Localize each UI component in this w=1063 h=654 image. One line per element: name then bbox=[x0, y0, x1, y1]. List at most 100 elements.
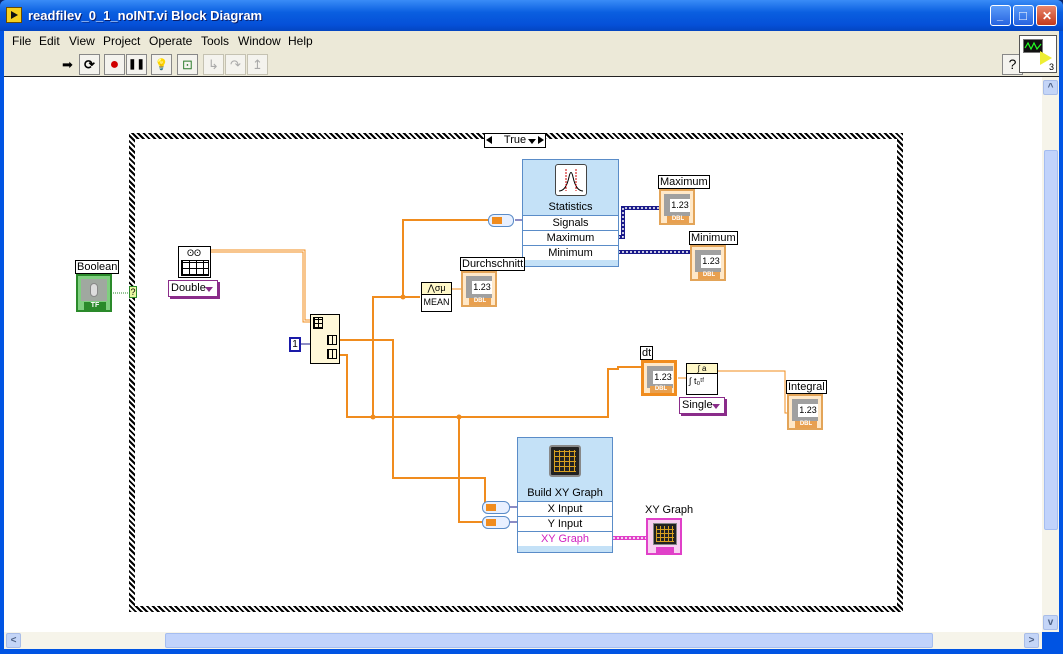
scroll-right-button[interactable]: > bbox=[1024, 633, 1039, 648]
wire-signal-branch bbox=[372, 296, 420, 417]
statistics-signals-input[interactable]: Signals bbox=[523, 215, 618, 230]
vertical-scroll-thumb[interactable] bbox=[1044, 150, 1058, 530]
step-out-icon: ↥ bbox=[252, 56, 263, 72]
index-array-node[interactable] bbox=[310, 314, 340, 364]
mean-function[interactable]: ⋀σμ MEAN bbox=[421, 282, 452, 312]
horizontal-scroll-thumb[interactable] bbox=[165, 633, 933, 648]
decrement-case-icon[interactable] bbox=[486, 136, 492, 144]
build-xy-graph-express-vi[interactable]: Build XY Graph X Input Y Input XY Graph bbox=[517, 437, 613, 553]
dt-label: dt bbox=[640, 346, 654, 360]
statistics-minimum-output[interactable]: Minimum bbox=[523, 245, 618, 260]
run-continuously-icon: ⟳ bbox=[84, 56, 95, 72]
toolbar: ➡ ⟳ ● ❚❚ 💡 ⊡ ↳ ↷ ↥ ? bbox=[4, 51, 1059, 77]
definite-integral-icon: ∫ t₀ᵗᶠ bbox=[689, 376, 705, 386]
close-button[interactable]: ✕ bbox=[1036, 5, 1057, 26]
abort-button[interactable]: ● bbox=[104, 54, 125, 75]
scroll-left-button[interactable]: < bbox=[6, 633, 21, 648]
build-xy-title: Build XY Graph bbox=[527, 487, 603, 499]
menu-view[interactable]: View bbox=[69, 34, 95, 48]
read-spreadsheet-file-node[interactable]: ʘʘ bbox=[178, 246, 211, 278]
run-button[interactable]: ➡ bbox=[57, 54, 78, 75]
dropdown-arrow-icon bbox=[205, 287, 213, 292]
row-output-icon bbox=[327, 335, 337, 345]
build-xy-graph-output[interactable]: XY Graph bbox=[518, 531, 612, 546]
index-constant[interactable]: 1 bbox=[289, 337, 301, 352]
step-over-icon: ↷ bbox=[230, 56, 241, 72]
integral-function[interactable]: ∫ a ∫ t₀ᵗᶠ bbox=[686, 363, 718, 395]
row-output-icon bbox=[327, 349, 337, 359]
probe-icon: ⊡ bbox=[182, 56, 193, 72]
vi-icon-connector-pane[interactable]: 3 bbox=[1019, 35, 1057, 73]
boolean-control[interactable]: TF bbox=[76, 274, 112, 312]
scroll-down-button[interactable]: v bbox=[1043, 615, 1058, 630]
menu-window[interactable]: Window bbox=[238, 34, 281, 48]
menu-project[interactable]: Project bbox=[103, 34, 141, 48]
pause-button[interactable]: ❚❚ bbox=[126, 54, 147, 75]
convert-to-dynamic-data[interactable] bbox=[488, 214, 514, 227]
statistics-maximum-output[interactable]: Maximum bbox=[523, 230, 618, 245]
convert-to-dynamic-data-y[interactable] bbox=[482, 516, 510, 529]
boolean-type: TF bbox=[84, 302, 106, 310]
dropdown-icon[interactable] bbox=[528, 139, 536, 144]
case-selector-terminal[interactable]: ? bbox=[129, 286, 137, 298]
window-title: readfilev_0_1_noINT.vi Block Diagram bbox=[28, 8, 263, 23]
convert-to-dynamic-data-x[interactable] bbox=[482, 501, 510, 514]
menu-tools[interactable]: Tools bbox=[201, 34, 230, 48]
array-icon bbox=[486, 519, 496, 526]
labview-icon bbox=[6, 7, 22, 23]
maximize-button[interactable]: □ bbox=[1013, 5, 1034, 26]
integral-type-selector[interactable]: Single bbox=[679, 397, 725, 414]
build-xy-x-input[interactable]: X Input bbox=[518, 501, 612, 516]
durchschnitt-label: Durchschnitt bbox=[460, 257, 526, 271]
wire-maximum bbox=[618, 206, 660, 239]
highlight-execution-button[interactable]: 💡 bbox=[151, 54, 172, 75]
array-icon bbox=[313, 317, 323, 329]
wire-to-y-input bbox=[458, 417, 483, 523]
integral-label: Integral bbox=[786, 380, 827, 394]
run-arrow-icon: ➡ bbox=[62, 56, 73, 72]
maximum-label: Maximum bbox=[658, 175, 710, 189]
menu-edit[interactable]: Edit bbox=[39, 34, 60, 48]
step-out-button[interactable]: ↥ bbox=[247, 54, 268, 75]
statistics-express-vi[interactable]: Statistics Signals Maximum Minimum bbox=[522, 159, 619, 267]
mean-label: MEAN bbox=[423, 297, 450, 307]
xy-graph-indicator[interactable] bbox=[646, 518, 682, 555]
array-icon bbox=[486, 504, 496, 511]
run-continuously-button[interactable]: ⟳ bbox=[79, 54, 100, 75]
read-type-selector[interactable]: Double bbox=[168, 280, 218, 297]
mean-icon: ⋀σμ bbox=[422, 283, 451, 295]
step-into-icon: ↳ bbox=[208, 56, 219, 72]
menu-operate[interactable]: Operate bbox=[149, 34, 193, 48]
build-xy-y-input[interactable]: Y Input bbox=[518, 516, 612, 531]
minimize-button[interactable]: _ bbox=[990, 5, 1011, 26]
case-selector[interactable]: True bbox=[484, 133, 546, 148]
wire-read-file-output bbox=[211, 249, 310, 323]
scroll-up-button[interactable]: ^ bbox=[1043, 80, 1058, 95]
retain-wire-values-button[interactable]: ⊡ bbox=[177, 54, 198, 75]
increment-case-icon[interactable] bbox=[538, 136, 544, 144]
case-structure[interactable] bbox=[129, 133, 903, 612]
menu-file[interactable]: File bbox=[12, 34, 32, 48]
connector-number: 3 bbox=[1048, 62, 1054, 72]
menu-help[interactable]: Help bbox=[288, 34, 313, 48]
glasses-icon: ʘʘ bbox=[187, 248, 202, 258]
step-over-button[interactable]: ↷ bbox=[225, 54, 246, 75]
graph-icon bbox=[1023, 39, 1043, 53]
title-bar: readfilev_0_1_noINT.vi Block Diagram _ □… bbox=[0, 0, 1063, 31]
minimum-label: Minimum bbox=[689, 231, 738, 245]
step-into-button[interactable]: ↳ bbox=[203, 54, 224, 75]
wire-index-row-2 bbox=[340, 354, 641, 418]
statistics-title: Statistics bbox=[548, 201, 593, 213]
read-type-value: Double bbox=[171, 282, 206, 294]
integral-type-value: Single bbox=[682, 399, 713, 411]
xy-graph-label: XY Graph bbox=[645, 504, 694, 516]
play-triangle-icon bbox=[1040, 51, 1052, 65]
menu-bar: File Edit View Project Operate Tools Win… bbox=[4, 31, 1059, 51]
